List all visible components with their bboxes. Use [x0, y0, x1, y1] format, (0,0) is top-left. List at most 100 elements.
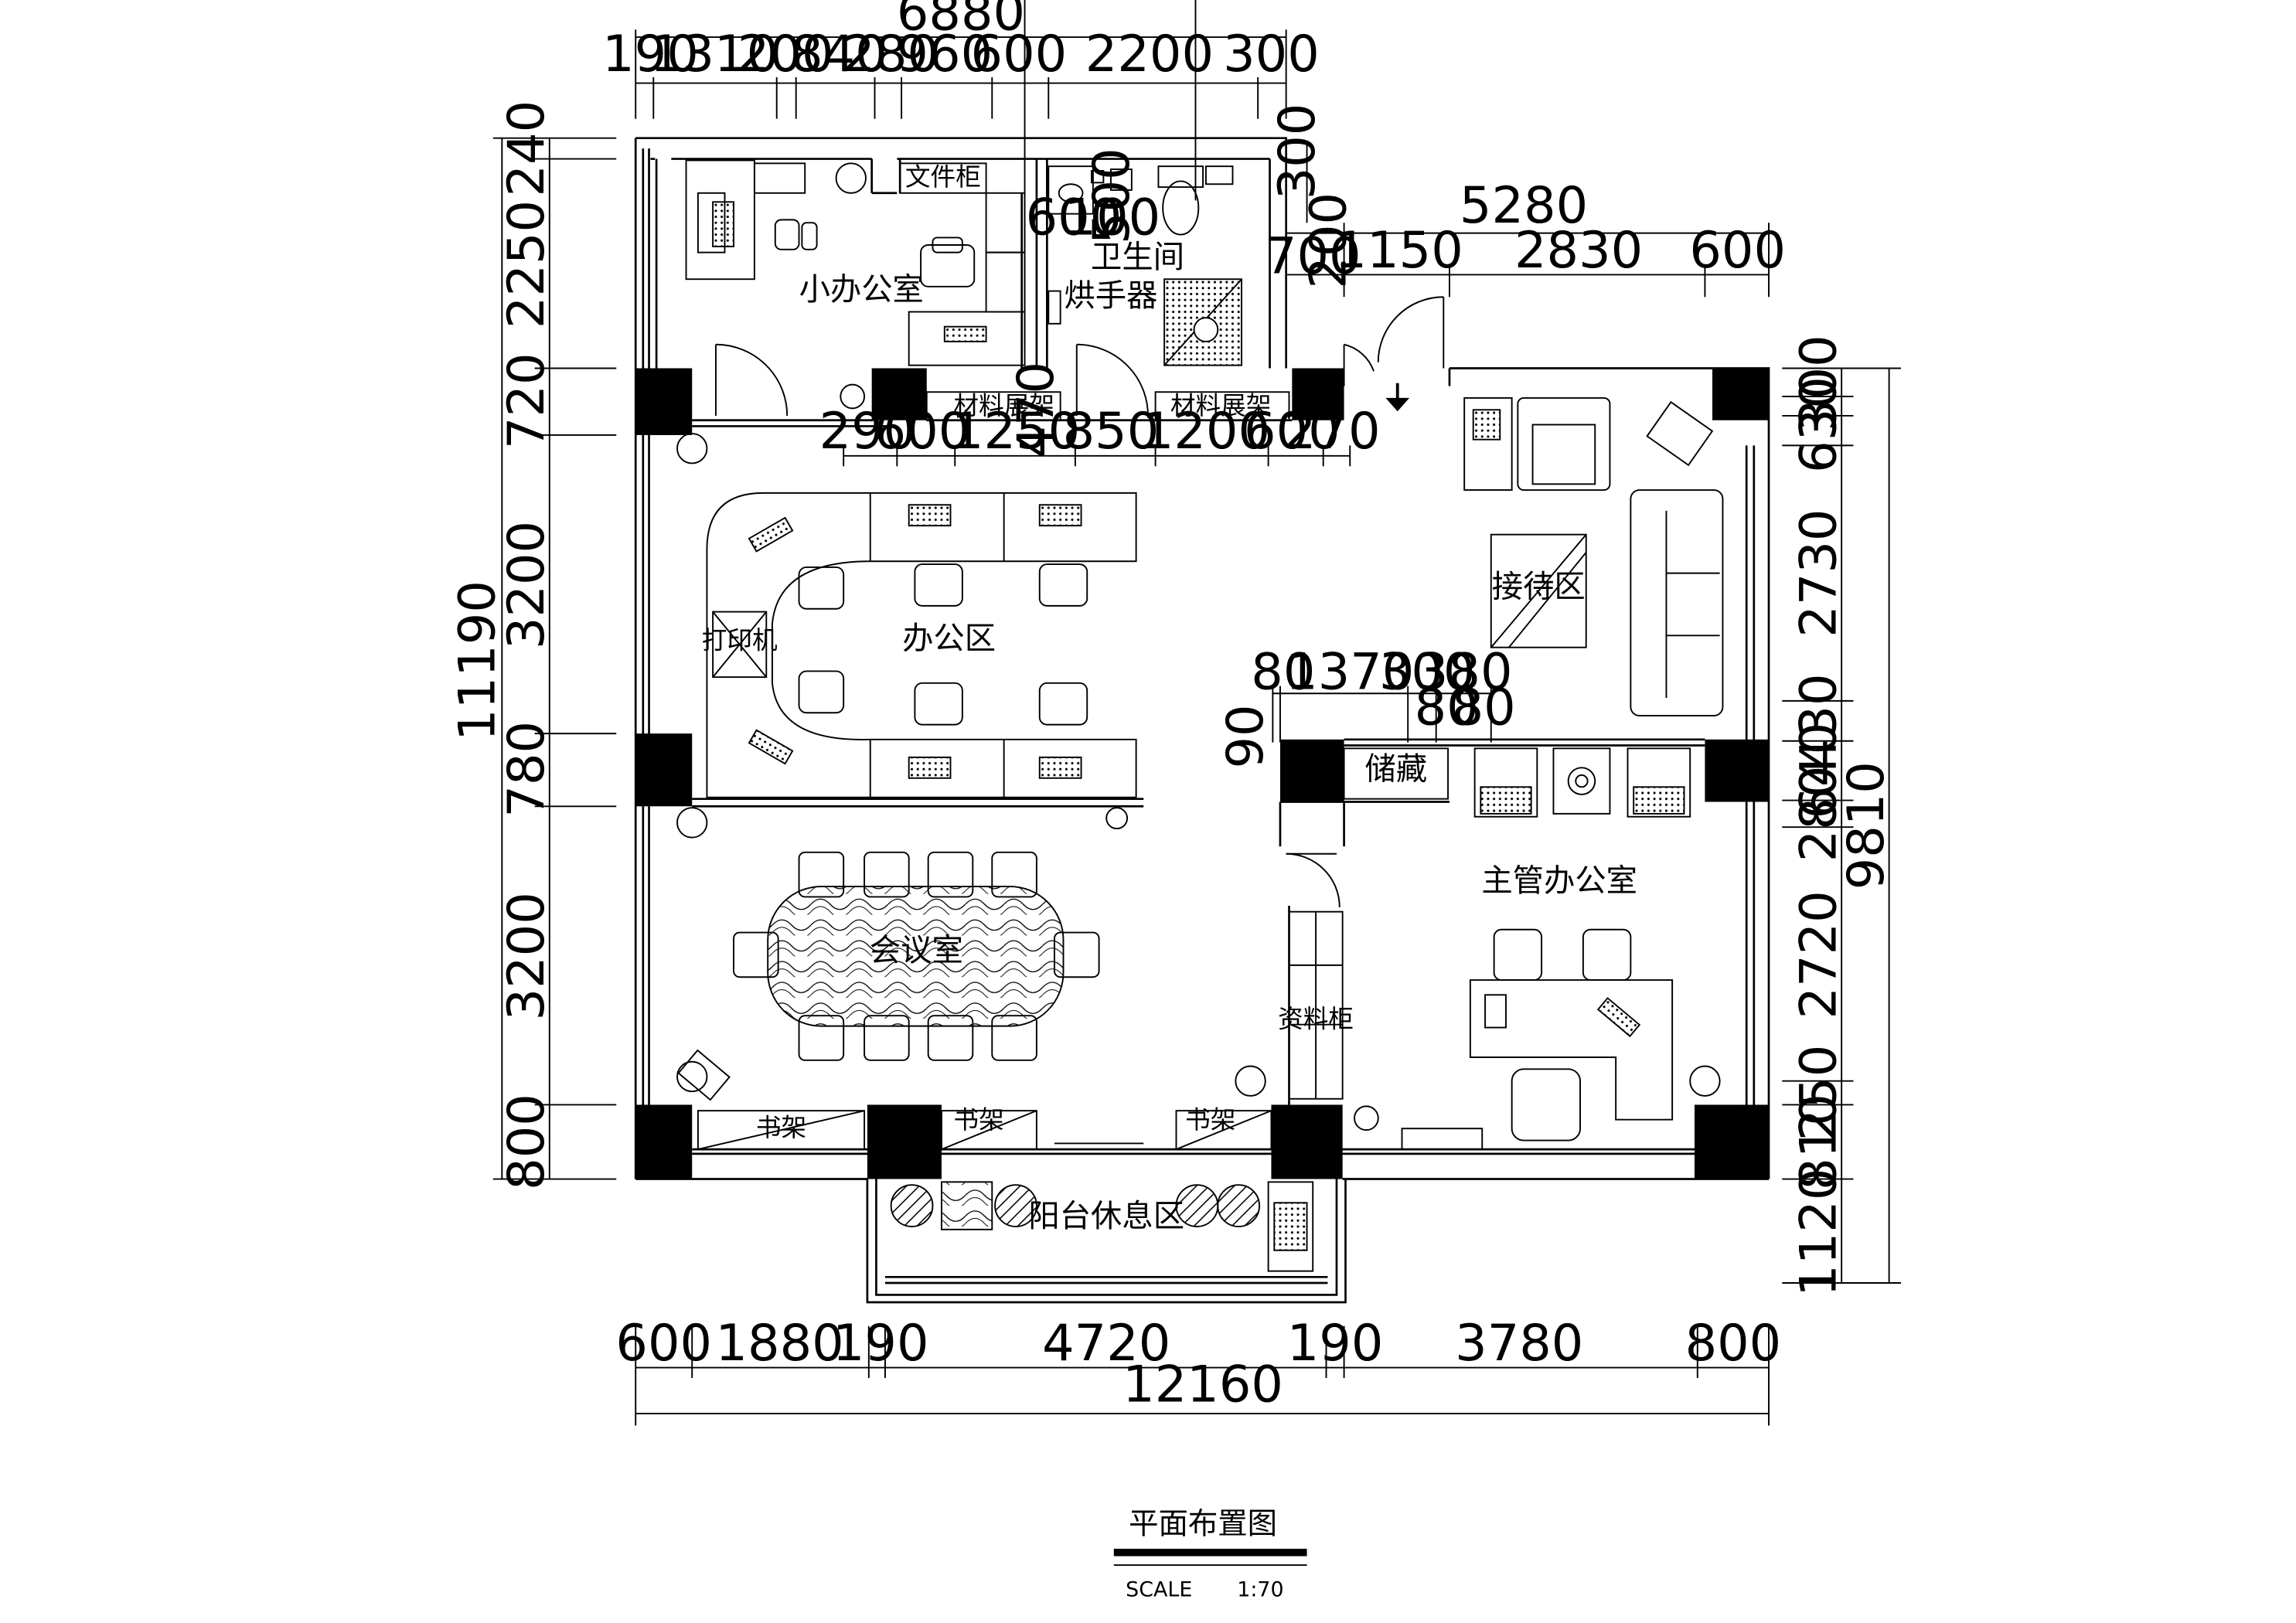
- bookshelves: [697, 1110, 1272, 1151]
- dim-right-part: 250: [1789, 1045, 1848, 1142]
- dim-left-part: 3200: [497, 892, 556, 1020]
- title-underline: [1113, 1548, 1307, 1557]
- dim-reception-part: 80: [1251, 642, 1315, 701]
- column: [1712, 368, 1770, 420]
- label-storage: 储藏: [1364, 751, 1427, 788]
- dim-bottom-part: 1880: [715, 1314, 843, 1373]
- label-file-cabinet: 文件柜: [905, 162, 981, 192]
- label-material-rack: 材料展架: [953, 391, 1054, 420]
- dim-top-part: 300: [1223, 25, 1320, 83]
- dim-mid-part: 1200: [1142, 402, 1270, 461]
- dim-top-right-small: 300: [1268, 104, 1327, 200]
- dim-left-part: 780: [497, 721, 556, 818]
- dim-reception-part: 1370: [1286, 642, 1414, 701]
- dim-reception-part: 80: [1415, 679, 1479, 737]
- label-data-cabinet: 资料柜: [1278, 1005, 1354, 1034]
- reception-furniture: [1463, 396, 1724, 717]
- label-balcony: 阳台休息区: [1028, 1198, 1184, 1234]
- balcony-furniture: [890, 1181, 1314, 1272]
- dim-right-part: 810: [1789, 1094, 1848, 1190]
- column: [1271, 1104, 1343, 1179]
- label-printer: 打印机: [702, 626, 778, 655]
- dim-mid-part: 1250: [952, 402, 1080, 461]
- dim-mid-part: 850: [1063, 402, 1160, 461]
- column: [1292, 368, 1344, 420]
- manager-office-furniture: [1288, 747, 1691, 1151]
- column: [1694, 1104, 1770, 1179]
- dim-left-total: 11190: [448, 580, 507, 741]
- dim-reception-part: 80: [1452, 679, 1516, 737]
- dim-top-part: 960: [896, 25, 993, 83]
- label-wc: 卫生间: [1091, 239, 1184, 275]
- material-racks: [925, 391, 1290, 421]
- dim-right-part: 280: [1789, 766, 1848, 863]
- dim-top-part: 840: [791, 25, 887, 83]
- scale-value: 1:70: [1237, 1577, 1283, 1601]
- label-bookshelf: 书架: [1185, 1105, 1235, 1135]
- dim-right-part: 300: [1789, 335, 1848, 431]
- title-block: 平面布置图 SCALE 1:70: [1113, 1507, 1307, 1601]
- dim-bottom-part: 800: [1685, 1314, 1782, 1373]
- dim-bottom-part: 4720: [1042, 1314, 1170, 1373]
- dim-right-part: 430: [1789, 673, 1848, 770]
- dim-bottom-part: 600: [615, 1314, 712, 1373]
- dim-left-part: 2250: [497, 200, 556, 328]
- structural-columns: [635, 368, 1770, 1179]
- label-bookshelf: 书架: [953, 1105, 1003, 1135]
- small-office-furniture: [676, 159, 1721, 1131]
- label-meeting-room: 会议室: [870, 932, 963, 968]
- label-manager-office: 主管办公室: [1481, 863, 1637, 899]
- dim-top-total: 6880: [897, 0, 1025, 42]
- label-material-rack: 材料展架: [1170, 391, 1272, 420]
- dim-top-part: 190: [602, 25, 699, 83]
- dim-mid-small-vertical: 470: [1007, 362, 1065, 458]
- dim-reception-part: 300: [1379, 642, 1476, 701]
- doors: [715, 296, 1445, 1145]
- dim-wc-part: 600: [1026, 189, 1122, 247]
- office-area-furniture: [706, 492, 1137, 798]
- dim-top-part: 600: [971, 25, 1068, 83]
- dim-top-right-part: 2830: [1514, 221, 1643, 280]
- dim-left-part: 800: [497, 1094, 556, 1190]
- column: [871, 368, 927, 420]
- dim-right-part: 2720: [1789, 890, 1848, 1019]
- wc-fixtures: [1048, 165, 1242, 366]
- dim-top-part: 2200: [1085, 25, 1214, 83]
- entry-arrow-icon: [1385, 383, 1410, 412]
- dim-right-total: 9810: [1837, 761, 1896, 890]
- dim-top-part: 1310: [650, 25, 778, 83]
- dim-left-part: 3200: [497, 521, 556, 649]
- dim-top-right-small: 700: [1265, 227, 1361, 286]
- dim-bottom-total: 12160: [1122, 1356, 1283, 1414]
- label-reception: 接待区: [1492, 568, 1586, 604]
- dim-wc-part: 500: [1082, 148, 1141, 244]
- column: [635, 368, 693, 435]
- dim-top-right-total: 5280: [1460, 176, 1588, 235]
- label-hand-dryer: 烘手器: [1064, 277, 1157, 314]
- dim-bottom-part: 3780: [1455, 1314, 1583, 1373]
- dim-left-part: 720: [497, 352, 556, 449]
- dim-right-part: 640: [1789, 723, 1848, 819]
- walls: [634, 137, 1770, 1304]
- dim-reception-part: 380: [1416, 642, 1513, 701]
- column: [635, 733, 693, 807]
- meeting-room-furniture: [677, 851, 1100, 1101]
- dim-storage-small: 90: [1216, 704, 1275, 768]
- column: [1705, 739, 1770, 802]
- dim-right-part: 630: [1789, 376, 1848, 473]
- dimension-labels: 6880 190 1310 200 840 280 960 600 2200 3…: [448, 0, 1896, 1414]
- dim-right-part: 1120: [1789, 1169, 1848, 1297]
- label-bookshelf: 书架: [756, 1113, 806, 1142]
- dim-top-right-part: 600: [1689, 221, 1786, 280]
- dim-left-part: 240: [497, 100, 556, 197]
- dim-top-part: 280: [843, 25, 939, 83]
- label-small-office: 小办公室: [799, 271, 924, 308]
- dim-bottom-part: 190: [1287, 1314, 1384, 1373]
- dim-top-right-small: 200: [1300, 192, 1358, 289]
- dim-top-right-part: 1150: [1335, 221, 1463, 280]
- scale-label: SCALE: [1126, 1577, 1192, 1601]
- drawing-title: 平面布置图: [1129, 1507, 1277, 1542]
- column: [867, 1104, 942, 1179]
- room-labels: 小办公室 卫生间 烘手器 文件柜 材料展架 材料展架 办公区 打印机 接待区 储…: [702, 162, 1637, 1234]
